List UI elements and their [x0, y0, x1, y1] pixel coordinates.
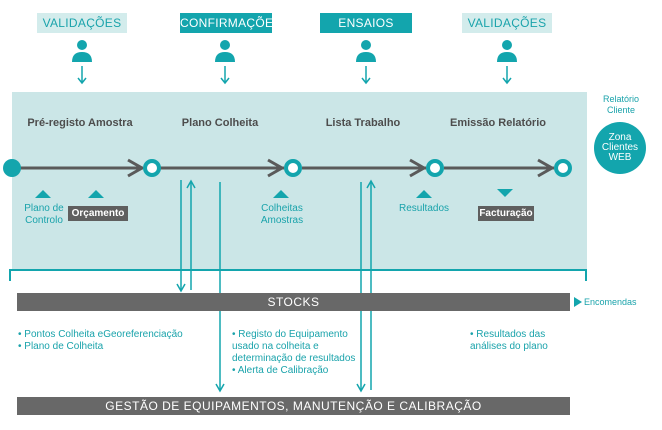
bullets-col1: • Pontos Colheita eGeoreferenciação • Pl… — [18, 329, 198, 353]
arrow-right-icon — [127, 158, 146, 178]
role-ensaios: ENSAIOS — [320, 13, 412, 33]
triangle-up-icon — [88, 190, 104, 198]
arrow-up-icon — [186, 179, 196, 189]
bracket — [9, 269, 587, 281]
person-icon — [356, 40, 376, 85]
triangle-up-icon — [35, 190, 51, 198]
stage-emissao-relatorio: Emissão Relatório — [450, 117, 546, 129]
role-validacoes-2: VALIDAÇÕES — [462, 13, 552, 33]
stocks-bar: STOCKS — [17, 293, 570, 311]
node — [143, 159, 161, 177]
arrow-up-icon — [366, 179, 376, 189]
node — [284, 159, 302, 177]
label-encomendas: Encomendas — [584, 297, 637, 307]
arrow-down-icon — [215, 383, 225, 393]
tag-orcamento: Orçamento — [68, 206, 128, 221]
list-item: • Plano de Colheita — [18, 341, 104, 352]
bullets-col2: • Registo do Equipamento usado na colhei… — [232, 329, 362, 377]
person-icon — [497, 40, 517, 85]
node — [554, 159, 572, 177]
start-node — [3, 159, 21, 177]
person-icon — [215, 40, 235, 85]
role-confirmacoes: CONFIRMAÇÕES — [180, 13, 281, 33]
stage-pre-registo: Pré-registo Amostra — [27, 117, 133, 129]
label-resultados: Resultados — [398, 203, 450, 214]
arrow-right-icon — [537, 158, 556, 178]
stage-lista-trabalho: Lista Trabalho — [325, 117, 401, 129]
arrow-right-icon — [574, 297, 582, 307]
zona-clientes-web: Zona Clientes WEB — [594, 122, 646, 174]
bullets-col3: • Resultados das análises do plano — [470, 329, 560, 353]
arrow-right-icon — [409, 158, 428, 178]
tag-facturacao: Facturação — [478, 206, 534, 221]
triangle-down-icon — [497, 189, 513, 197]
label-plano-controlo: Plano de Controlo — [24, 203, 64, 226]
arrow-right-icon — [267, 158, 286, 178]
list-item: • Registo do Equipamento usado na colhei… — [232, 329, 356, 364]
list-item: • Resultados das análises do plano — [470, 329, 548, 352]
role-validacoes-1: VALIDAÇÕES — [37, 13, 127, 33]
node — [426, 159, 444, 177]
gestao-bar: GESTÃO DE EQUIPAMENTOS, MANUTENÇÃO E CAL… — [17, 397, 570, 415]
list-item: • Pontos Colheita eGeoreferenciação — [18, 329, 183, 340]
triangle-up-icon — [416, 190, 432, 198]
list-item: • Alerta de Calibração — [232, 365, 329, 376]
arrow-down-icon — [356, 383, 366, 393]
person-icon — [72, 40, 92, 85]
process-panel — [12, 92, 587, 270]
stage-plano-colheita: Plano Colheita — [181, 117, 259, 129]
triangle-up-icon — [273, 190, 289, 198]
arrow-down-icon — [176, 283, 186, 293]
label-colheitas-amostras: Colheitas Amostras — [260, 203, 304, 226]
label-relatorio-cliente: Relatório Cliente — [602, 94, 640, 115]
